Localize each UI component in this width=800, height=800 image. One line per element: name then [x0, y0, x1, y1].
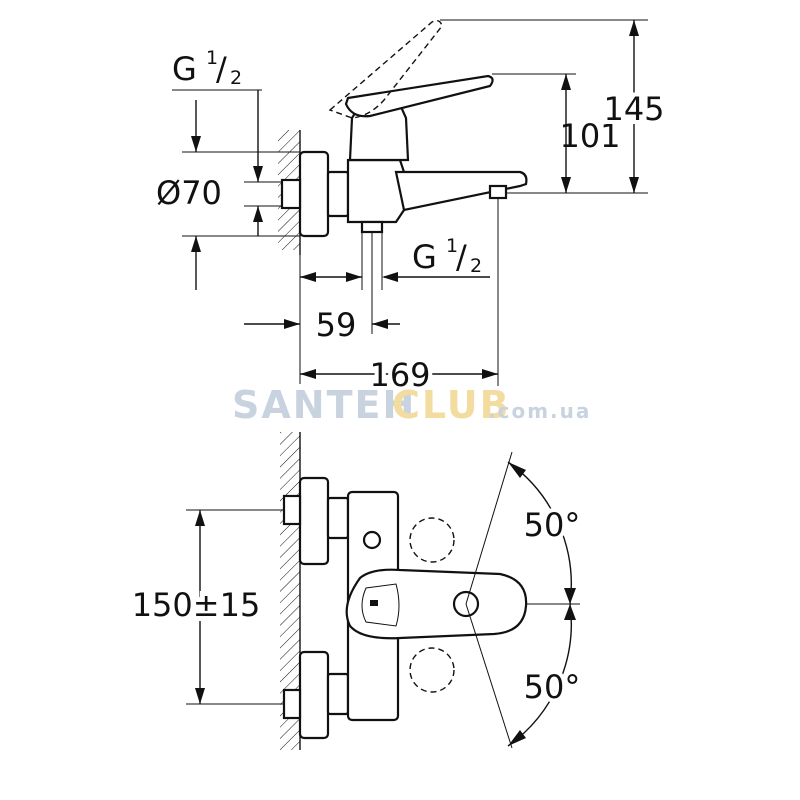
arrow-arc-down-start [564, 604, 576, 620]
arrow-inlet-bottom [253, 206, 263, 222]
arrow-169-left [300, 369, 316, 379]
aerator [488, 184, 508, 200]
angle-arc-down [507, 603, 572, 747]
upper-inlet-pipe [282, 494, 302, 526]
watermark-domain: .com.ua [488, 399, 591, 423]
arrow-150-bottom [195, 688, 205, 704]
logo-mark [370, 600, 378, 606]
arrow-59-left [284, 319, 300, 329]
arrow-arc-up-end [564, 588, 576, 604]
arrow-outlet [382, 272, 398, 282]
inlet-pipe [280, 178, 302, 210]
arrow-inlet-top [253, 166, 263, 182]
dim-label-d70: Ø70 [156, 174, 222, 212]
thread-outlet-label: G 1 / 2 [412, 235, 482, 277]
dim-label-59: 59 [316, 306, 357, 344]
lower-nut [326, 672, 350, 716]
angle-label-up: 50° [524, 506, 581, 544]
arrow-145-bottom [629, 177, 639, 193]
svg-text:1: 1 [446, 235, 458, 257]
arrow-arc-down-end [508, 730, 526, 746]
arrow-145-top [629, 20, 639, 36]
arrow-101-bottom [561, 177, 571, 193]
arrow-101-top [561, 74, 571, 90]
svg-text:1: 1 [206, 47, 218, 69]
watermark: SANTEH CLUB .com.ua [232, 383, 591, 427]
spout [394, 170, 528, 212]
svg-text:G: G [412, 238, 437, 276]
dim-label-101: 101 [559, 117, 620, 155]
diverter-knob [362, 530, 382, 550]
arrow-59-right [372, 319, 388, 329]
thread-inlet-label: G 1 / 2 [172, 47, 242, 89]
arrow-150-top [195, 510, 205, 526]
lever-up-position [409, 517, 455, 563]
watermark-santeh: SANTEH [232, 383, 416, 427]
lever-down-position [409, 647, 455, 693]
angle-label-down: 50° [524, 668, 581, 706]
dim-label-150: 150±15 [132, 586, 261, 624]
arrow-arc-up-start [508, 462, 526, 478]
front-lever-inner [361, 583, 400, 627]
lower-flange [298, 650, 330, 740]
arrow-169-right [482, 369, 498, 379]
svg-text:/: / [456, 238, 467, 276]
upper-nut [326, 496, 350, 540]
escutcheon-flange [298, 150, 330, 238]
angle-ref-up [465, 451, 513, 605]
lever-handle [344, 74, 494, 118]
diverter-outlet [360, 220, 384, 234]
angle-ref-down [465, 603, 513, 749]
dim-label-169: 169 [369, 356, 430, 394]
watermark-club: CLUB [392, 383, 511, 427]
arrow-inner-left [300, 272, 316, 282]
angle-arc-up [507, 461, 572, 605]
arrow-d70-top [191, 136, 201, 152]
dim-label-145: 145 [603, 90, 664, 128]
front-view: 50° 50° 150±15 [127, 432, 584, 750]
arrow-inner-right [346, 272, 362, 282]
svg-text:/: / [216, 50, 227, 88]
svg-text:2: 2 [470, 255, 482, 277]
side-view: 101 145 G 1 / 2 Ø70 G 1 / 2 [156, 19, 669, 398]
mixer-body [346, 158, 406, 224]
front-lever [345, 568, 528, 640]
connecting-nut [326, 170, 350, 218]
svg-text:G: G [172, 50, 197, 88]
lower-inlet-pipe [282, 688, 302, 720]
svg-text:2: 2 [230, 67, 242, 89]
upper-flange [298, 476, 330, 566]
arrow-d70-bottom [191, 236, 201, 252]
lever-open-position [328, 19, 443, 119]
